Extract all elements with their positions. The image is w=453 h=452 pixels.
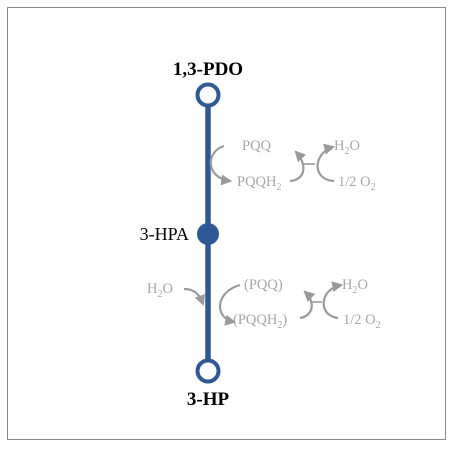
step1-oxygen-arc (316, 153, 335, 183)
step1-pqq-label: PQQ (242, 138, 272, 154)
step2-water-label: H2O (342, 277, 368, 296)
top-node-label: 1,3-PDO (173, 59, 243, 80)
step2-oxygen-arc (322, 291, 339, 320)
step1-regeneration-arrow (289, 150, 307, 183)
step2-regeneration-arrow (299, 290, 316, 320)
step2-water-in-arrow (183, 287, 206, 307)
step2-cofactor-arrow (218, 283, 241, 326)
step1-water-arrow (321, 143, 336, 155)
step2-water-in-label: H2O (147, 281, 173, 300)
step1-pqqh2-label: PQQH2 (237, 174, 281, 193)
top-node-circle (195, 82, 221, 108)
step2-pqqh2-label: (PQQH2) (233, 312, 287, 331)
middle-node-circle (197, 223, 219, 245)
step2-water-arrow (327, 281, 344, 293)
step1-oxygen-label: 1/2 O2 (338, 174, 376, 193)
step1-cofactor-arrow (209, 144, 233, 186)
bottom-node-circle (195, 358, 221, 384)
step1-reaction: PQQ PQQH2 H2O 1/2 O2 (209, 138, 376, 193)
step2-reaction: H2O (PQQ) (PQQH2) H2O 1/2 O2 (147, 277, 381, 331)
bottom-node-label: 3-HP (187, 389, 230, 410)
step1-water-label: H2O (334, 138, 360, 157)
middle-node-label: 3-HPA (140, 224, 189, 244)
step2-oxygen-label: 1/2 O2 (343, 312, 381, 331)
step2-pqq-label: (PQQ) (244, 277, 283, 293)
frame-border (7, 7, 446, 440)
